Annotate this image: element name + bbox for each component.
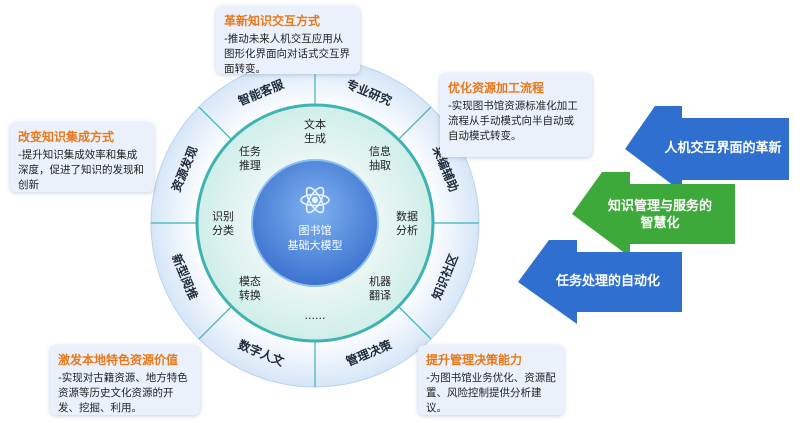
box-body: -实现对古籍资源、地方特色资源等历史文化资源的开发、挖掘、利用。 (58, 372, 188, 414)
inner-ring-label: 模态转换 (239, 275, 261, 302)
box-title: 提升管理决策能力 (426, 353, 523, 367)
arrow-label-knowledge: 知识管理与服务的智慧化 (607, 199, 712, 231)
arrow-label-automation: 任务处理的自动化 (555, 274, 660, 289)
box-body: -提升知识集成效率和集成深度，促进了知识的发现和创新 (18, 149, 144, 191)
box-body: -实现图书馆资源标准化加工流程从手动模式向半自动或自动模式转变。 (448, 100, 578, 142)
arrow-green (572, 172, 735, 257)
center-title: 图书馆 (299, 223, 332, 237)
inner-ring-label: 数据分析 (396, 209, 418, 237)
inner-ring-label: 机器翻译 (369, 274, 391, 302)
ring-separator (398, 306, 432, 340)
inner-ring-label: ...... (305, 309, 326, 322)
inner-ring-label: 任务推理 (239, 145, 261, 172)
inner-ring-label: 文本生成 (304, 117, 326, 145)
box-title: 改变知识集成方式 (18, 130, 115, 144)
box-title: 优化资源加工流程 (448, 81, 545, 95)
box-interaction: 革新知识交互方式 -推动未来人机交互应用从图形化界面向对话式交互界面转变。 (216, 6, 360, 75)
atom-icon (300, 186, 330, 214)
ring-separator (398, 106, 432, 140)
arrow-blue-lower (518, 240, 682, 324)
ring-separator (198, 306, 232, 340)
box-body: -为图书馆业务优化、资源配置、风险控制提供分析建议。 (426, 372, 556, 414)
inner-ring-label: 信息抽取 (369, 144, 391, 172)
box-local-resources: 激发本地特色资源价值 -实现对古籍资源、地方特色资源等历史文化资源的开发、挖掘、… (50, 345, 200, 415)
arrow-label-interface: 人机交互界面的革新 (664, 141, 782, 156)
box-body: -推动未来人机交互应用从图形化界面向对话式交互界面转变。 (224, 33, 350, 75)
arrow-blue (625, 106, 789, 192)
center-subtitle: 基础大模型 (288, 238, 343, 252)
box-processing: 优化资源加工流程 -实现图书馆资源标准化加工流程从手动模式向半自动或自动模式转变… (440, 73, 592, 157)
box-title: 革新知识交互方式 (224, 14, 321, 28)
box-title: 激发本地特色资源价值 (58, 353, 179, 367)
inner-ring-label: 识别分类 (212, 210, 234, 237)
box-decision: 提升管理决策能力 -为图书馆业务优化、资源配置、风险控制提供分析建议。 (418, 345, 564, 415)
ring-separator (198, 106, 232, 140)
box-integration: 改变知识集成方式 -提升知识集成效率和集成深度，促进了知识的发现和创新 (10, 122, 154, 192)
core-circle (251, 159, 379, 287)
